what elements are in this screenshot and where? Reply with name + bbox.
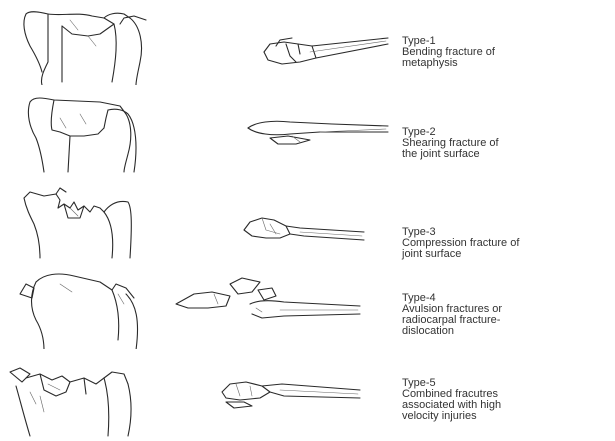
type-4-desc-line-3: dislocation: [402, 326, 502, 337]
type-3-desc-line-2: joint surface: [402, 249, 519, 260]
type-1-row: Type-1 Bending fracture of metaphysis: [0, 0, 615, 85]
type-5-row: Type-5 Combined fracutres associated wit…: [0, 356, 615, 441]
type-2-caption: Type-2 Shearing fracture of the joint su…: [402, 127, 499, 160]
type-4-row: Type-4 Avulsion fractures or radiocarpal…: [0, 264, 615, 349]
type-5-illustration: [0, 356, 615, 441]
type-5-desc-line-3: velocity injuries: [402, 411, 501, 422]
type-1-caption: Type-1 Bending fracture of metaphysis: [402, 36, 495, 69]
type-3-caption: Type-3 Compression fracture of joint sur…: [402, 227, 519, 260]
type-5-caption: Type-5 Combined fracutres associated wit…: [402, 378, 501, 422]
type-1-illustration: [0, 0, 615, 85]
type-2-desc-line-2: the joint surface: [402, 149, 499, 160]
type-1-desc-line-2: metaphysis: [402, 58, 495, 69]
type-4-caption: Type-4 Avulsion fractures or radiocarpal…: [402, 293, 502, 337]
type-2-row: Type-2 Shearing fracture of the joint su…: [0, 88, 615, 173]
type-4-illustration: [0, 264, 615, 349]
type-3-row: Type-3 Compression fracture of joint sur…: [0, 178, 615, 263]
type-2-illustration: [0, 88, 615, 173]
type-3-illustration: [0, 178, 615, 263]
